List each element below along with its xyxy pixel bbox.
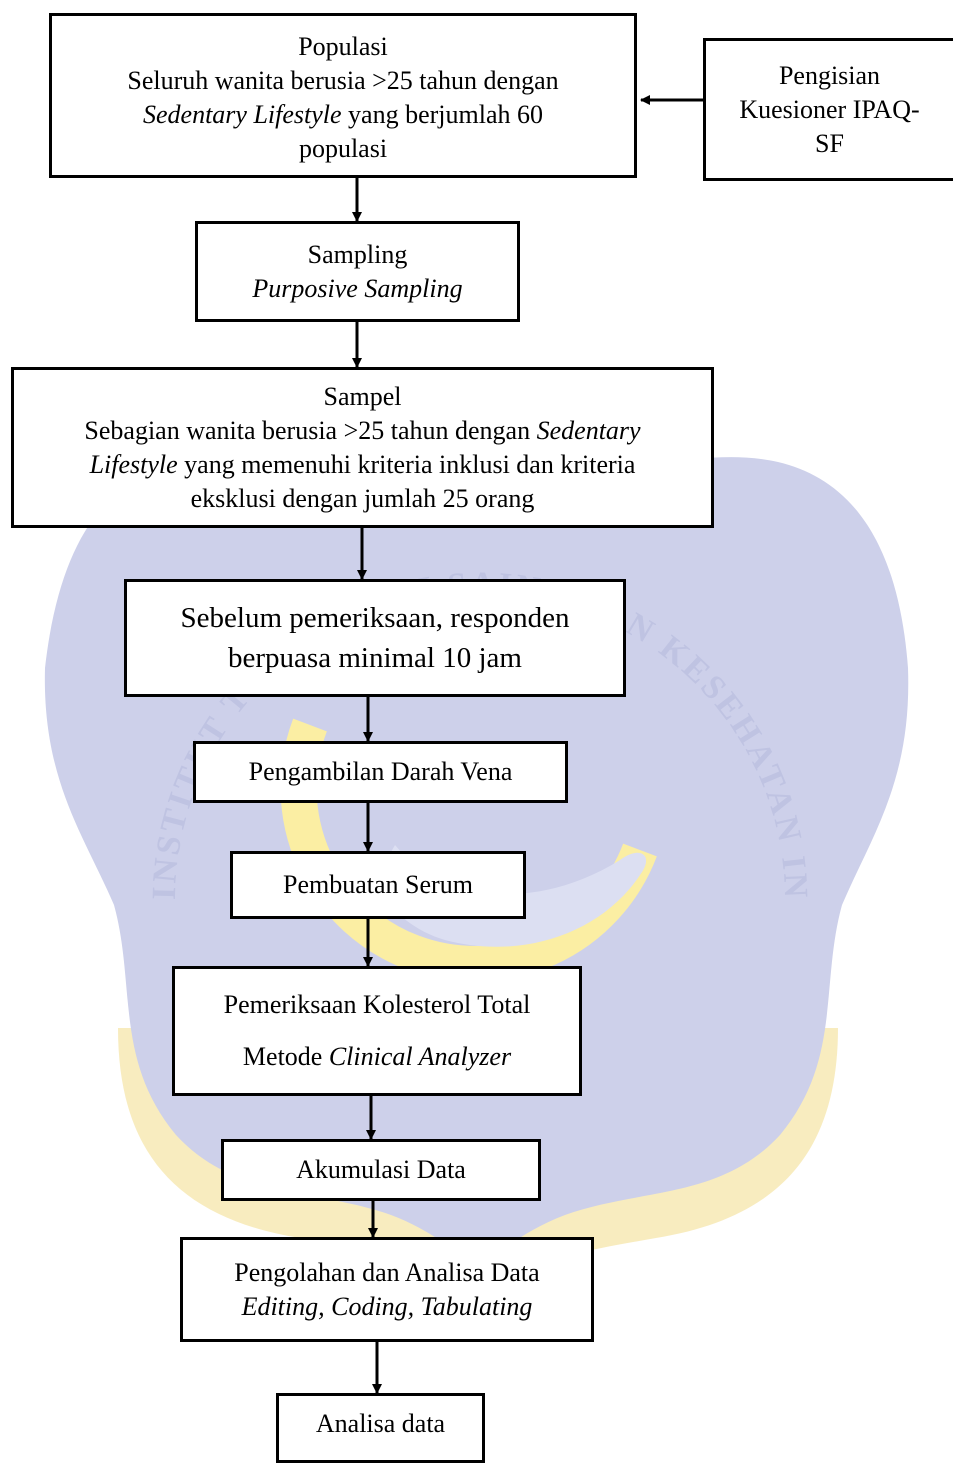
sampling-title: Sampling: [307, 239, 408, 269]
serum-label: Pembuatan Serum: [283, 870, 473, 899]
puasa-line2: berpuasa minimal 10 jam: [228, 642, 522, 674]
box-kolesterol: Pemeriksaan Kolesterol Total Metode Clin…: [172, 966, 582, 1096]
sampel-line2: Sebagian wanita berusia >25 tahun dengan…: [84, 415, 641, 445]
sampel-title: Sampel: [323, 381, 402, 411]
box-populasi: Populasi Seluruh wanita berusia >25 tahu…: [49, 13, 637, 178]
box-analisa: Analisa data: [276, 1393, 485, 1463]
sampel-line4: eksklusi dengan jumlah 25 orang: [190, 483, 535, 513]
pengolahan-line2: Editing, Coding, Tabulating: [241, 1291, 533, 1321]
puasa-line1: Sebelum pemeriksaan, responden: [180, 602, 570, 634]
kuesioner-line1: Pengisian: [778, 60, 881, 90]
populasi-line2: Seluruh wanita berusia >25 tahun dengan: [127, 65, 559, 95]
box-puasa: Sebelum pemeriksaan, responden berpuasa …: [124, 579, 626, 697]
kolesterol-line2: Metode Clinical Analyzer: [242, 1042, 512, 1071]
box-serum: Pembuatan Serum: [230, 851, 526, 919]
box-sampel: Sampel Sebagian wanita berusia >25 tahun…: [11, 367, 714, 528]
kuesioner-line2: Kuesioner IPAQ-: [739, 94, 920, 124]
populasi-line4: populasi: [298, 133, 388, 163]
sampel-line3: Lifestyle yang memenuhi kriteria inklusi…: [89, 449, 636, 479]
box-pengolahan: Pengolahan dan Analisa Data Editing, Cod…: [180, 1237, 594, 1342]
sampling-method: Purposive Sampling: [252, 273, 463, 303]
kolesterol-line1: Pemeriksaan Kolesterol Total: [223, 990, 531, 1019]
akumulasi-label: Akumulasi Data: [296, 1155, 466, 1184]
box-sampling: Sampling Purposive Sampling: [195, 221, 520, 322]
pengolahan-line1: Pengolahan dan Analisa Data: [234, 1257, 540, 1287]
kuesioner-line3: SF: [815, 128, 844, 158]
box-darah: Pengambilan Darah Vena: [193, 741, 568, 803]
box-kuesioner: Pengisian Kuesioner IPAQ- SF: [703, 38, 953, 181]
analisa-label: Analisa data: [315, 1409, 446, 1438]
populasi-title: Populasi: [298, 31, 388, 61]
populasi-line3: Sedentary Lifestyle yang berjumlah 60: [142, 99, 543, 129]
box-akumulasi: Akumulasi Data: [221, 1139, 541, 1201]
darah-label: Pengambilan Darah Vena: [248, 757, 513, 786]
